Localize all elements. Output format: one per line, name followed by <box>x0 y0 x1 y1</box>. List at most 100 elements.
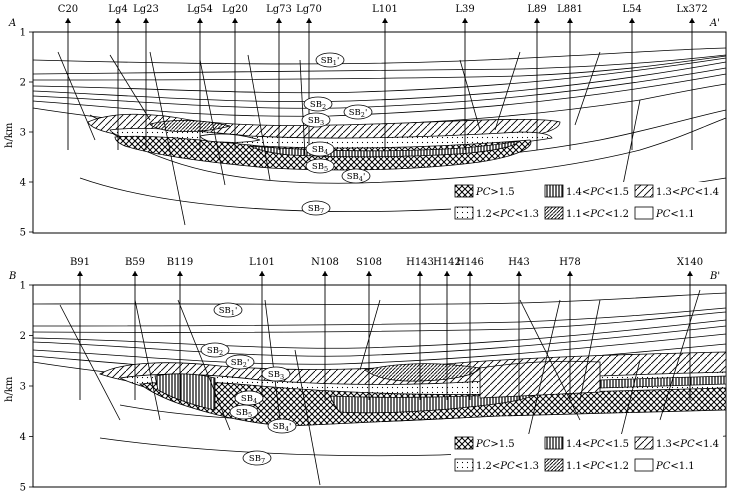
legend-label: PC<1.1 <box>655 209 695 220</box>
legend-item: PC>1.5 <box>454 184 515 198</box>
sb-label-text: SB2' <box>349 108 368 119</box>
well-label: C20 <box>58 4 78 15</box>
well-marker: L89 <box>527 4 547 150</box>
well-marker: Lg70 <box>296 4 322 150</box>
well-marker: S108 <box>356 257 382 400</box>
sb-bubble: SB7 <box>301 200 331 216</box>
legend-item: 1.1<PC<1.2 <box>544 458 629 472</box>
well-label: Lg20 <box>222 4 248 15</box>
legend-label: 1.2<PC<1.3 <box>476 209 539 220</box>
legend-item: 1.2<PC<1.3 <box>454 206 539 220</box>
depth-axis-label: h/km <box>4 122 15 148</box>
pc-zones-top <box>87 113 561 171</box>
sb-label-text: SB2' <box>231 358 250 369</box>
well-label: H43 <box>508 257 529 268</box>
depth-axis-label: h/km <box>4 376 15 402</box>
legend-top: PC>1.5 1.4<PC<1.5 1.3<PC<1.4 1.2<PC<1.3 1.1<… <box>451 182 723 228</box>
sb-bubble: SB2 <box>200 342 230 358</box>
sb-bubble: SB7 <box>242 450 272 466</box>
well-label: Lg54 <box>187 4 213 15</box>
legend-item: PC<1.1 <box>634 458 695 472</box>
well-marker: H142 <box>433 257 461 400</box>
well-label: H143 <box>406 257 434 268</box>
well-marker: B59 <box>125 257 145 400</box>
legend-swatch <box>454 184 474 198</box>
sb-label-text: SB4 <box>312 145 328 156</box>
legend-bottom: PC>1.5 1.4<PC<1.5 1.3<PC<1.4 1.2<PC<1.3 1.1<… <box>451 434 723 480</box>
frame-top <box>32 31 727 234</box>
well-label: H78 <box>559 257 580 268</box>
sb-label-text: SB4' <box>273 422 292 433</box>
legend-swatch <box>544 458 564 472</box>
legend-item: 1.3<PC<1.4 <box>634 184 719 198</box>
legend-swatch <box>634 184 654 198</box>
sb-bubble: SB4' <box>341 168 371 184</box>
depth-tick-label: 2 <box>20 331 26 342</box>
legend-item: 1.4<PC<1.5 <box>544 436 629 450</box>
legend-label: 1.3<PC<1.4 <box>656 187 719 198</box>
legend-swatch <box>454 206 474 220</box>
legend-item: 1.4<PC<1.5 <box>544 184 629 198</box>
depth-tick-label: 5 <box>20 228 26 239</box>
legend-item: 1.2<PC<1.3 <box>454 458 539 472</box>
sb-label-text: SB2 <box>207 346 223 357</box>
well-marker: L54 <box>622 4 642 150</box>
depth-tick-label: 3 <box>20 382 26 393</box>
well-label: L101 <box>249 257 275 268</box>
well-marker: L101 <box>249 257 275 400</box>
sb-bubble: SB1' <box>315 52 345 68</box>
well-marker: L101 <box>372 4 398 150</box>
well-label: L54 <box>622 4 641 15</box>
well-marker: H146 <box>456 257 484 400</box>
well-label: H142 <box>433 257 461 268</box>
well-label: Lg73 <box>266 4 292 15</box>
well-marker: B91 <box>70 257 90 400</box>
well-marker: L881 <box>557 4 583 150</box>
well-marker: Lx372 <box>676 4 708 150</box>
depth-tick-label: 3 <box>20 128 26 139</box>
well-marker: Lg20 <box>222 4 248 150</box>
well-label: B91 <box>70 257 90 268</box>
legend-label: 1.1<PC<1.2 <box>566 461 629 472</box>
sb-bubble: SB4 <box>234 390 264 406</box>
sb-bubble: SB3 <box>301 112 331 128</box>
well-marker: L39 <box>455 4 475 150</box>
legend-item: 1.3<PC<1.4 <box>634 436 719 450</box>
legend-swatch <box>454 458 474 472</box>
well-label: X140 <box>677 257 703 268</box>
legend-label: PC>1.5 <box>475 439 515 450</box>
well-label: N108 <box>311 257 339 268</box>
legend-label: 1.4<PC<1.5 <box>566 187 629 198</box>
section-start-label: B <box>8 271 16 282</box>
legend-label: 1.2<PC<1.3 <box>476 461 539 472</box>
sb-bubble: SB2 <box>303 96 333 112</box>
well-marker: X140 <box>677 257 703 400</box>
sb-bubble: SB5 <box>305 158 335 174</box>
depth-tick-label: 5 <box>20 483 26 494</box>
sb-label-text: SB1' <box>219 306 238 317</box>
well-label: L881 <box>557 4 583 15</box>
legend-label: 1.3<PC<1.4 <box>656 439 719 450</box>
well-label: L39 <box>455 4 474 15</box>
depth-tick-label: 4 <box>20 178 26 189</box>
well-label: S108 <box>356 257 382 268</box>
legend-swatch <box>634 458 654 472</box>
sb-bubble: SB3 <box>261 366 291 382</box>
well-label: Lg4 <box>108 4 127 15</box>
well-marker: H43 <box>508 257 530 400</box>
sb-bubble: SB5 <box>229 404 259 420</box>
sb-label-text: SB7 <box>249 454 265 465</box>
well-marker: N108 <box>311 257 339 400</box>
legend-item: 1.1<PC<1.2 <box>544 206 629 220</box>
well-label: Lx372 <box>676 4 707 15</box>
sb-label-text: SB5 <box>312 162 328 173</box>
section-end-label: A' <box>709 18 720 29</box>
